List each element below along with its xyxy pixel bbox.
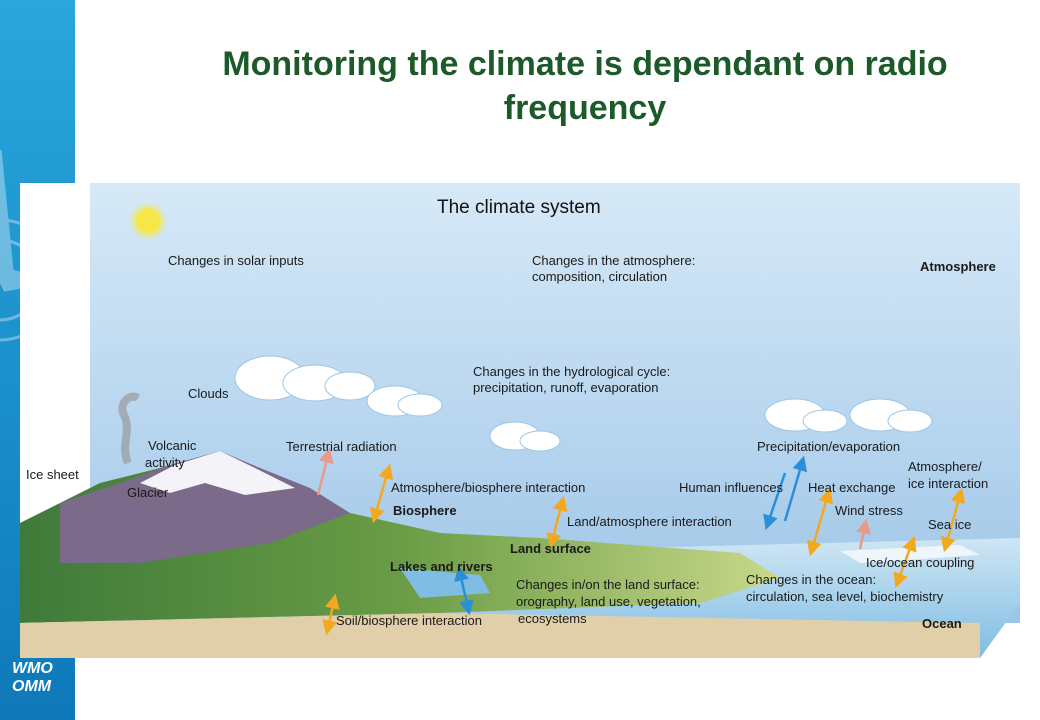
slide-title: Monitoring the climate is dependant on r… xyxy=(222,45,948,127)
arrow-wind-stress xyxy=(856,518,871,550)
label-hydro-2: precipitation, runoff, evaporation xyxy=(473,380,659,395)
volcanic-plume xyxy=(118,392,141,465)
wmo-logo: WMO OMM xyxy=(12,660,53,696)
logo-line-wmo: WMO xyxy=(12,660,53,677)
label-precip: Precipitation/evaporation xyxy=(757,439,901,454)
diagram-illustration xyxy=(20,183,1020,658)
cloud-icon xyxy=(234,355,443,417)
label-atm-bio: Atmosphere/biosphere interaction xyxy=(391,480,586,495)
label-atm-ice-1: Atmosphere/ xyxy=(908,459,982,474)
label-ice-ocean: Ice/ocean coupling xyxy=(866,555,975,570)
label-land-change-1: Changes in/on the land surface: xyxy=(516,577,700,592)
arrow-land-atmosphere xyxy=(546,495,568,549)
label-land-change-3: ecosystems xyxy=(518,611,587,626)
label-glacier: Glacier xyxy=(127,485,169,500)
interaction-arrows xyxy=(316,447,966,636)
ocean-front-face xyxy=(440,613,980,658)
climate-system-diagram: The climate system Changes in solar inpu… xyxy=(20,183,1020,658)
diagram-title: The climate system xyxy=(437,197,601,218)
label-solar: Changes in solar inputs xyxy=(168,253,304,268)
label-land-surface: Land surface xyxy=(510,541,591,556)
arrow-atmosphere-biosphere xyxy=(369,463,394,524)
arrow-human-influences-down xyxy=(763,472,787,531)
label-terrestrial: Terrestrial radiation xyxy=(286,439,397,454)
label-heat: Heat exchange xyxy=(808,480,896,495)
label-volcanic-2: activity xyxy=(145,455,185,470)
label-ocean: Ocean xyxy=(922,616,962,631)
label-clouds: Clouds xyxy=(188,386,229,401)
arrow-lakes xyxy=(454,565,474,616)
arrow-human-influences-up xyxy=(783,455,808,522)
logo-line-omm: OMM xyxy=(12,678,52,695)
label-atmos-change-1: Changes in the atmosphere: xyxy=(532,253,696,268)
label-atmos-change-2: composition, circulation xyxy=(532,269,668,284)
label-ocean-change-2: circulation, sea level, biochemistry xyxy=(746,589,944,604)
label-human: Human influences xyxy=(679,480,784,495)
arrow-soil-biosphere xyxy=(322,593,340,636)
label-sea-ice: Sea ice xyxy=(928,517,972,532)
label-atm-ice-2: ice interaction xyxy=(908,476,989,491)
arrow-terrestrial-radiation xyxy=(316,447,334,496)
mountain xyxy=(60,451,350,563)
label-hydro-1: Changes in the hydrological cycle: xyxy=(473,364,671,379)
label-lakes: Lakes and rivers xyxy=(390,559,493,574)
cloud-icon xyxy=(489,421,561,452)
label-volcanic-1: Volcanic xyxy=(148,438,197,453)
label-land-atm: Land/atmosphere interaction xyxy=(567,514,732,529)
arrow-ice-interaction xyxy=(940,487,966,553)
label-land-change-2: orography, land use, vegetation, xyxy=(516,594,701,609)
arrow-heat-exchange xyxy=(806,487,834,557)
sun-icon xyxy=(130,203,166,239)
glacier-snow xyxy=(140,451,295,495)
label-ocean-change-1: Changes in the ocean: xyxy=(746,572,877,587)
label-atmosphere: Atmosphere xyxy=(920,259,996,274)
cloud-icon xyxy=(764,398,933,433)
label-wind: Wind stress xyxy=(835,503,903,518)
label-soil: Soil/biosphere interaction xyxy=(336,613,482,628)
label-biosphere: Biosphere xyxy=(393,503,457,518)
label-ice-sheet: Ice sheet xyxy=(26,467,79,482)
arrow-ice-ocean xyxy=(893,535,917,589)
